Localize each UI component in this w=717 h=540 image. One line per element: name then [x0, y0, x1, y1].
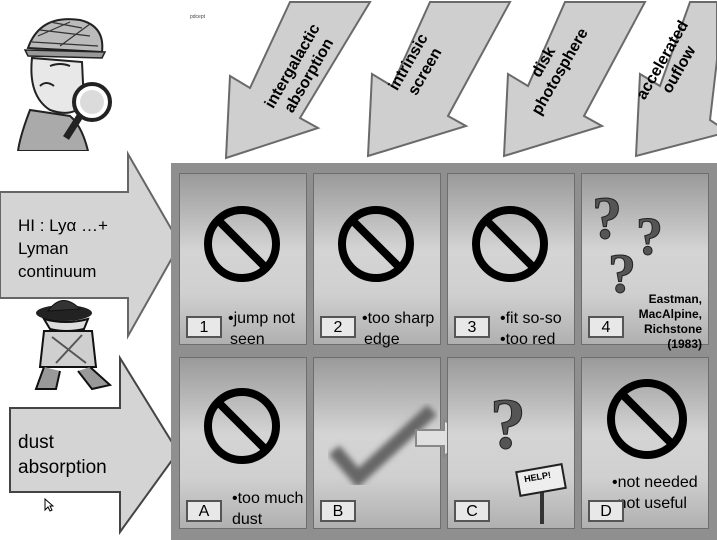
dust-absorption-label: dust absorption — [18, 432, 107, 478]
citation: Eastman, MacAlpine, Richstone (1983) — [638, 292, 702, 351]
no-symbol-icon — [204, 388, 280, 464]
question-marks-icon: ? ? ? — [592, 185, 664, 301]
cell-2: •too sharp edge 2 — [313, 173, 441, 348]
cell-B: B — [313, 357, 474, 529]
mouse-cursor-icon — [44, 498, 54, 512]
note-line: •too red — [500, 331, 556, 348]
no-symbol-icon — [472, 206, 548, 282]
spy-figure-icon — [34, 300, 113, 391]
hi-lyman-label: HI : Lyα …+ Lyman continuum — [18, 216, 108, 281]
note-line: •not needed — [612, 474, 698, 491]
tiny-label: pdcept — [190, 14, 206, 20]
left-arrows-graphic — [0, 150, 182, 536]
note-line: edge — [364, 331, 400, 348]
cell-number: D — [588, 500, 624, 522]
cell-4: ? ? ? Eastman, MacAlpine, Richstone (198… — [581, 173, 709, 351]
no-symbol-icon — [204, 206, 280, 282]
cell-number: C — [454, 500, 490, 522]
cell-number: 1 — [186, 316, 222, 338]
svg-text:?: ? — [592, 185, 622, 251]
cell-number: A — [186, 500, 222, 522]
question-mark-icon: ? — [490, 384, 527, 459]
cell-number: B — [320, 500, 356, 522]
note-line: •too sharp — [362, 310, 435, 327]
no-symbol-icon — [338, 206, 414, 282]
cell-number: 3 — [454, 316, 490, 338]
help-sign-icon — [515, 463, 567, 524]
note-line: •not useful — [612, 495, 687, 512]
svg-text:?: ? — [636, 206, 663, 266]
note-line: •fit so-so — [500, 310, 562, 327]
svg-text:?: ? — [608, 243, 636, 300]
note-line: dust — [232, 511, 263, 528]
note-line: •jump not — [228, 310, 295, 327]
cell-A: •too much dust A — [179, 357, 307, 529]
scenario-grid: •jump not seen 1 •too sharp edge 2 •fit … — [171, 163, 717, 540]
svg-text:?: ? — [490, 384, 526, 458]
note-line: seen — [230, 331, 265, 348]
detective-magnifier-icon — [16, 18, 112, 151]
cell-1: •jump not seen 1 — [179, 173, 307, 348]
note-line: •too much — [232, 490, 304, 507]
cell-number: 4 — [588, 316, 624, 338]
blurred-checkmark-icon — [328, 404, 437, 488]
cell-C: ? HELP! C — [447, 357, 575, 529]
cell-3: •fit so-so •too red 3 — [447, 173, 575, 348]
no-symbol-icon — [607, 379, 687, 459]
top-arrows-graphic — [224, 0, 717, 160]
cell-number: 2 — [320, 316, 356, 338]
cell-D: •not needed •not useful D — [581, 357, 709, 529]
